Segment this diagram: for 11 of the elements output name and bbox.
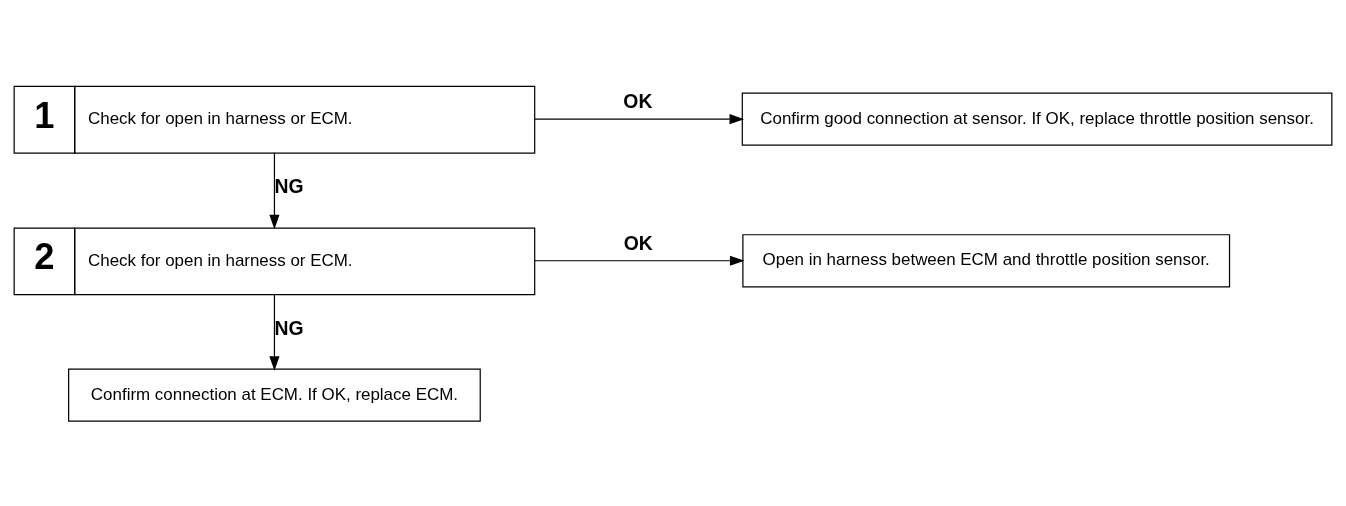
node-box: Open in harness between ECM and throttle position sensor. [742,233,1231,287]
node-box: Confirm good connection at sensor. If OK, replace throttle position sensor. [741,92,1333,146]
edge-label: OK [623,89,653,112]
arrow [534,113,745,124]
edge-label: OK [623,231,653,254]
arrow [534,255,745,266]
edge-label: NG [274,174,304,197]
arrow [269,151,280,229]
arrow [269,293,280,371]
node-box: Confirm connection at ECM. If OK, replace ECM. [68,368,481,422]
edge-label: NG [274,316,304,339]
